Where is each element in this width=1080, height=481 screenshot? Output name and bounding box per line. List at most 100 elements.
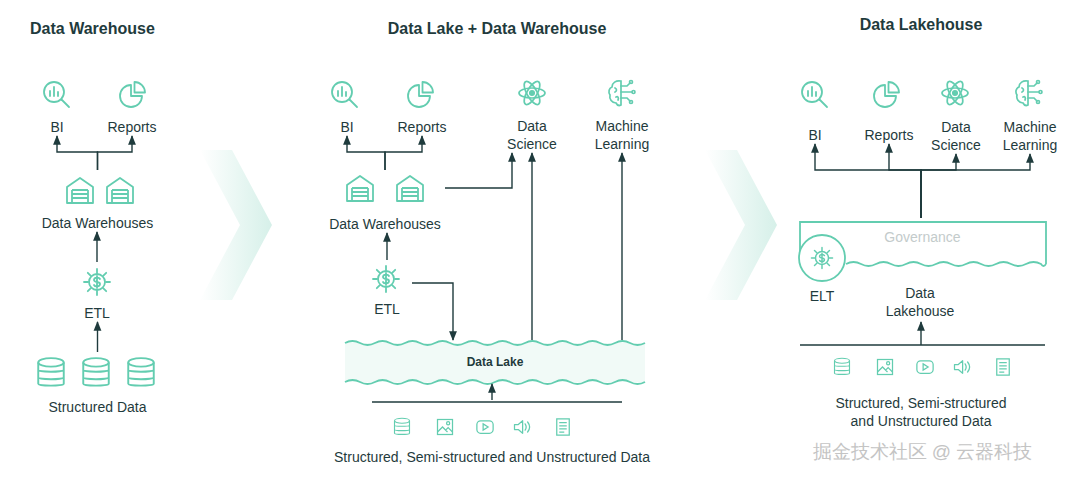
node-label: Structured, Semi-structured and Unstruct…: [334, 448, 650, 466]
flow-arrow: [920, 322, 921, 345]
node-label: Machine Learning: [578, 117, 666, 153]
database-icon: [128, 358, 154, 385]
watermark: 掘金技术社区 @ 云器科技: [770, 439, 1075, 465]
flow-arrow: [815, 144, 921, 218]
reports-icon: [120, 82, 145, 107]
node-label: ETL: [374, 300, 400, 318]
elt-icon: [811, 247, 832, 268]
transition-chevron: [705, 150, 777, 300]
output-node: Machine Learning: [578, 76, 666, 153]
video-icon: [477, 421, 493, 434]
node-label: Governance: [795, 228, 1050, 246]
panel-heading: Data Lake + Data Warehouse: [337, 20, 657, 38]
warehouse-icon: [347, 176, 373, 201]
source-baseline: [372, 401, 622, 402]
database-icon: [835, 358, 850, 374]
source-node: Structured Data: [30, 352, 165, 416]
etl-node: ETL: [70, 262, 124, 322]
warehouse-icon: [67, 178, 93, 203]
warehouse-node: Data Warehouses: [325, 170, 445, 233]
panel-heading: Data Warehouse: [30, 20, 230, 38]
database-icon: [83, 358, 109, 385]
flow-arrow: [412, 283, 453, 340]
document-icon: [997, 359, 1010, 375]
node-label: Machine Learning: [985, 118, 1075, 154]
audio-icon: [515, 421, 530, 434]
video-icon: [917, 361, 933, 374]
flow-arrow: [385, 136, 422, 170]
warehouse-node: Data Warehouses: [30, 170, 165, 232]
output-node: BI: [792, 76, 838, 144]
lake-band-fill: [345, 343, 645, 382]
bi-icon: [332, 82, 357, 107]
node-label: Data Science: [495, 117, 569, 153]
data-science-icon: [942, 79, 968, 107]
document-icon: [557, 419, 570, 435]
reports-icon: [874, 82, 899, 107]
flow-arrow: [347, 136, 385, 170]
bi-icon: [802, 82, 827, 107]
node-label: Data Science: [920, 118, 992, 154]
database-icon: [38, 358, 64, 385]
output-node: Machine Learning: [985, 76, 1075, 154]
source-node: Structured, Semi-structured and Unstruct…: [826, 345, 1016, 430]
output-node: Reports: [100, 76, 164, 136]
flow-arrow: [445, 153, 512, 188]
flow-arrow: [96, 232, 97, 262]
image-icon: [878, 360, 893, 375]
source-node: Structured, Semi-structured and Unstruct…: [312, 400, 672, 466]
data-lake-band: Data Lake: [345, 340, 645, 384]
flow-arrow: [386, 233, 387, 260]
flow-arrow: [491, 384, 492, 400]
elt-circle: [799, 235, 845, 281]
etl-icon: [373, 266, 399, 292]
node-label: BI: [50, 118, 63, 136]
node-label: Data Lake: [467, 353, 524, 371]
flow-arrow: [97, 322, 98, 352]
panel-heading: Data Lakehouse: [811, 16, 1031, 34]
machine-learning-icon: [609, 81, 635, 106]
node-label: BI: [340, 118, 353, 136]
elt-node: ELT: [797, 232, 847, 305]
image-icon: [438, 420, 453, 435]
output-node: Reports: [855, 76, 923, 144]
source-baseline: [800, 344, 1045, 345]
lakehouse-wave: [846, 262, 1046, 266]
node-label: ELT: [810, 287, 835, 305]
output-node: Data Science: [495, 76, 569, 153]
output-node: BI: [322, 76, 372, 136]
node-label: Reports: [397, 118, 446, 136]
flow-arrow: [921, 154, 1030, 218]
node-label: Structured, Semi-structured and Unstruct…: [826, 394, 1016, 430]
lake-wave: [345, 380, 645, 384]
output-node: Data Science: [920, 76, 992, 154]
output-node: BI: [32, 76, 82, 136]
etl-icon: [84, 269, 110, 295]
node-label: Data Lakehouse: [875, 284, 965, 320]
lakehouse-box: GovernanceData Lakehouse ELT: [795, 218, 1050, 322]
flow-arrow: [921, 154, 956, 218]
node-label: BI: [808, 126, 821, 144]
lake-wave: [345, 341, 645, 345]
flow-arrow: [57, 136, 98, 170]
warehouse-icon: [397, 176, 423, 201]
data-science-icon: [519, 79, 545, 107]
flow-arrow: [621, 153, 622, 340]
warehouse-icon: [107, 178, 133, 203]
bi-icon: [44, 82, 69, 107]
output-node: Reports: [388, 76, 456, 136]
flow-arrow: [98, 136, 133, 170]
flow-arrow: [531, 153, 532, 340]
node-label: Reports: [864, 126, 913, 144]
machine-learning-icon: [1016, 81, 1042, 106]
audio-icon: [955, 361, 970, 374]
flow-arrow: [889, 144, 921, 218]
transition-chevron: [200, 150, 272, 300]
reports-icon: [408, 82, 433, 107]
node-label: ETL: [84, 304, 110, 322]
node-label: Structured Data: [48, 398, 146, 416]
database-icon: [395, 418, 410, 434]
